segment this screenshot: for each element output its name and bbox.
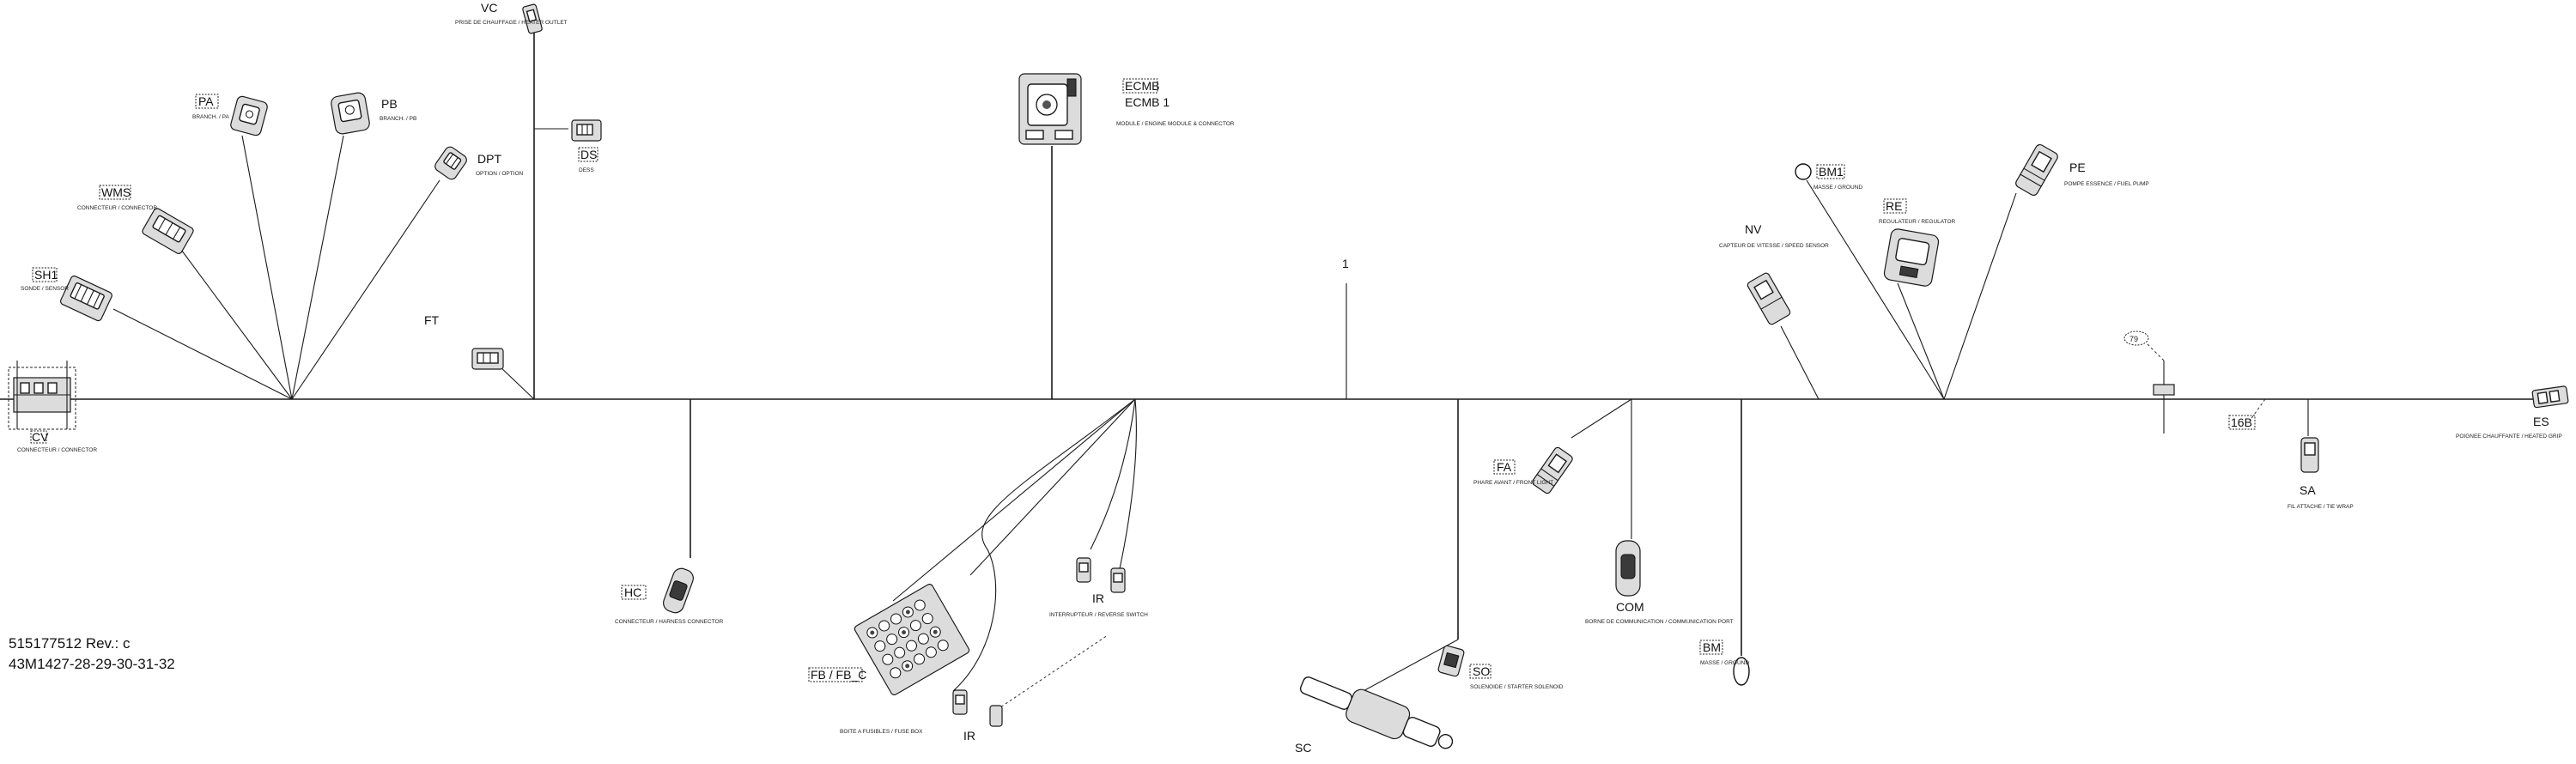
- cv-label: CV: [32, 430, 49, 444]
- connector-ir-bottom: IR: [952, 689, 1003, 743]
- ir-top-label: IR: [1092, 591, 1104, 605]
- connector-wms: WMS CONNECTEUR / CONNECTOR: [77, 185, 194, 254]
- fa-desc: PHARE AVANT / FRONT LIGHT: [1473, 480, 1553, 486]
- branch-vc: VC PRISE DE CHAUFFAGE / HEATER OUTLET: [455, 1, 568, 399]
- pa-desc: BRANCH. / PA: [192, 114, 230, 120]
- bm-desc: MASSE / GROUND: [1700, 660, 1749, 666]
- ir-bottom-label: IR: [963, 729, 975, 743]
- bm1-label: BM1: [1819, 165, 1844, 179]
- branch-sa: SA FIL ATTACHE / TIE WRAP: [2287, 399, 2354, 510]
- re-desc: REGULATEUR / REGULATOR: [1879, 219, 1956, 225]
- clip-79: 79: [2123, 330, 2175, 434]
- branch-com: COM BORNE DE COMMUNICATION / COMMUNICATI…: [1585, 399, 1734, 625]
- marker-16b-label: 16B: [2231, 415, 2252, 429]
- nv-desc: CAPTEUR DE VITESSE / SPEED SENSOR: [1719, 243, 1829, 249]
- pe-label: PE: [2069, 161, 2086, 174]
- connector-pb: PB BRANCH. / PB: [331, 92, 416, 135]
- pb-desc: BRANCH. / PB: [380, 116, 416, 122]
- ds-desc: DESS: [579, 167, 594, 173]
- nv-label: NV: [1745, 222, 1762, 236]
- cv-desc: CONNECTEUR / CONNECTOR: [17, 447, 97, 453]
- bm-label: BM: [1703, 640, 1721, 654]
- branch-bm: BM MASSE / GROUND: [1699, 399, 1750, 686]
- connector-es: ES POIGNEE CHAUFFANTE / HEATED GRIP: [2456, 385, 2569, 440]
- center-marker: 1: [1342, 257, 1349, 399]
- fa-label: FA: [1497, 460, 1512, 474]
- ds-label: DS: [580, 148, 597, 161]
- connector-ir-top: IR INTERRUPTEUR / REVERSE SWITCH: [1049, 557, 1148, 618]
- sh1-label: SH1: [34, 268, 58, 282]
- so-label: SO: [1473, 664, 1490, 678]
- connector-bm1: BM1 MASSE / GROUND: [1795, 163, 1862, 191]
- ecmb-label: ECMB: [1125, 79, 1159, 93]
- hc-label: HC: [624, 585, 641, 599]
- com-label: COM: [1616, 600, 1644, 614]
- branch-ecmb: ECMB ECMB 1 MODULE / ENGINE MODULE & CON…: [1018, 73, 1235, 399]
- part-number: 515177512 Rev.: c: [9, 635, 131, 652]
- ft-label: FT: [424, 313, 440, 327]
- right-fan-branches: [1806, 179, 2017, 400]
- model-code: 43M1427-28-29-30-31-32: [9, 656, 175, 672]
- fb-label: FB / FB_C: [811, 668, 866, 682]
- es-desc: POIGNEE CHAUFFANTE / HEATED GRIP: [2456, 434, 2562, 440]
- sc-label: SC: [1295, 741, 1311, 755]
- wms-desc: CONNECTEUR / CONNECTOR: [77, 205, 157, 211]
- ecmb-desc: MODULE / ENGINE MODULE & CONNECTOR: [1116, 121, 1235, 127]
- clip-79-label: 79: [2129, 335, 2138, 343]
- connector-dpt: DPT OPTION / OPTION: [434, 146, 524, 180]
- re-label: RE: [1886, 199, 1902, 213]
- pa-label: PA: [198, 94, 214, 108]
- connector-fuse-box: FB / FB_C BOITE A FUSIBLES / FUSE BOX: [808, 584, 970, 735]
- branch-hc: HC CONNECTEUR / HARNESS CONNECTOR: [615, 399, 724, 625]
- branch-fa: FA PHARE AVANT / FRONT LIGHT: [1473, 398, 1632, 494]
- ecmb1-label: ECMB 1: [1125, 95, 1170, 109]
- connector-ds: DS DESS: [534, 119, 602, 173]
- com-desc: BORNE DE COMMUNICATION / COMMUNICATION P…: [1585, 619, 1734, 625]
- connector-pa: PA BRANCH. / PA: [192, 94, 268, 136]
- es-label: ES: [2533, 415, 2549, 428]
- sa-label: SA: [2300, 483, 2316, 497]
- connector-re: RE REGULATEUR / REGULATOR: [1879, 198, 1956, 287]
- branch-nv: NV CAPTEUR DE VITESSE / SPEED SENSOR: [1719, 222, 1829, 400]
- starter-motor-sc: [1299, 676, 1454, 749]
- pb-label: PB: [381, 97, 398, 111]
- vc-label: VC: [481, 1, 497, 15]
- left-fan-branches: [112, 135, 440, 400]
- hc-desc: CONNECTEUR / HARNESS CONNECTOR: [615, 619, 724, 625]
- fb-desc: BOITE A FUSIBLES / FUSE BOX: [840, 729, 923, 735]
- connector-pe: PE POMPE ESSENCE / FUEL PUMP: [2015, 143, 2149, 197]
- pe-desc: POMPE ESSENCE / FUEL PUMP: [2064, 181, 2149, 187]
- marker-16b: 16B: [2228, 398, 2266, 430]
- dpt-label: DPT: [477, 152, 501, 166]
- wms-label: WMS: [101, 185, 131, 199]
- connector-ft: FT: [424, 313, 535, 400]
- ir-top-desc: INTERRUPTEUR / REVERSE SWITCH: [1049, 612, 1148, 618]
- sh1-desc: SONDE / SENSOR: [21, 286, 69, 292]
- sa-desc: FIL ATTACHE / TIE WRAP: [2287, 504, 2354, 510]
- so-desc: SOLENOIDE / STARTER SOLENOID: [1470, 684, 1564, 690]
- bm1-desc: MASSE / GROUND: [1814, 185, 1862, 191]
- center-marker-label: 1: [1342, 257, 1349, 270]
- branch-so-sc: SO SOLENOIDE / STARTER SOLENOID SC: [1295, 399, 1564, 755]
- dpt-desc: OPTION / OPTION: [476, 171, 524, 177]
- connector-cv: CV CONNECTEUR / CONNECTOR: [8, 361, 97, 453]
- vc-desc: PRISE DE CHAUFFAGE / HEATER OUTLET: [455, 20, 568, 26]
- connector-sh1: SH1 SONDE / SENSOR: [21, 267, 112, 322]
